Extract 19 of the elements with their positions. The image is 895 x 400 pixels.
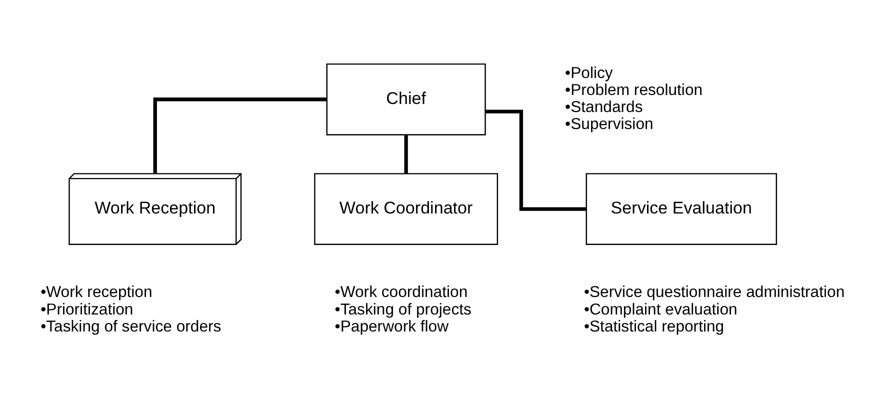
connector [404, 134, 408, 173]
node-label: •Supervision [565, 116, 654, 133]
node-label: •Work reception [40, 284, 152, 301]
connector [485, 109, 586, 210]
node-box: Chief [326, 62, 486, 135]
node-box: Work Coordinator [314, 172, 498, 244]
node-label: •Problem resolution [565, 82, 703, 98]
node-label: •Paperwork flow [334, 318, 449, 335]
node-label: •Service questionnaire administration [584, 284, 845, 301]
node-label: •Complaint evaluation [584, 300, 738, 318]
node-label: •Tasking of projects [334, 300, 472, 318]
node-label: •Standards [565, 98, 643, 116]
node-label: •Policy [565, 64, 613, 82]
connector [153, 97, 327, 173]
node-label: •Work coordination [334, 284, 468, 301]
node-label: •Prioritization [40, 300, 134, 318]
node-label: •Tasking of service orders [40, 318, 222, 335]
node-box: Service Evaluation [586, 172, 778, 244]
node-label: •Statistical reporting [584, 318, 724, 335]
